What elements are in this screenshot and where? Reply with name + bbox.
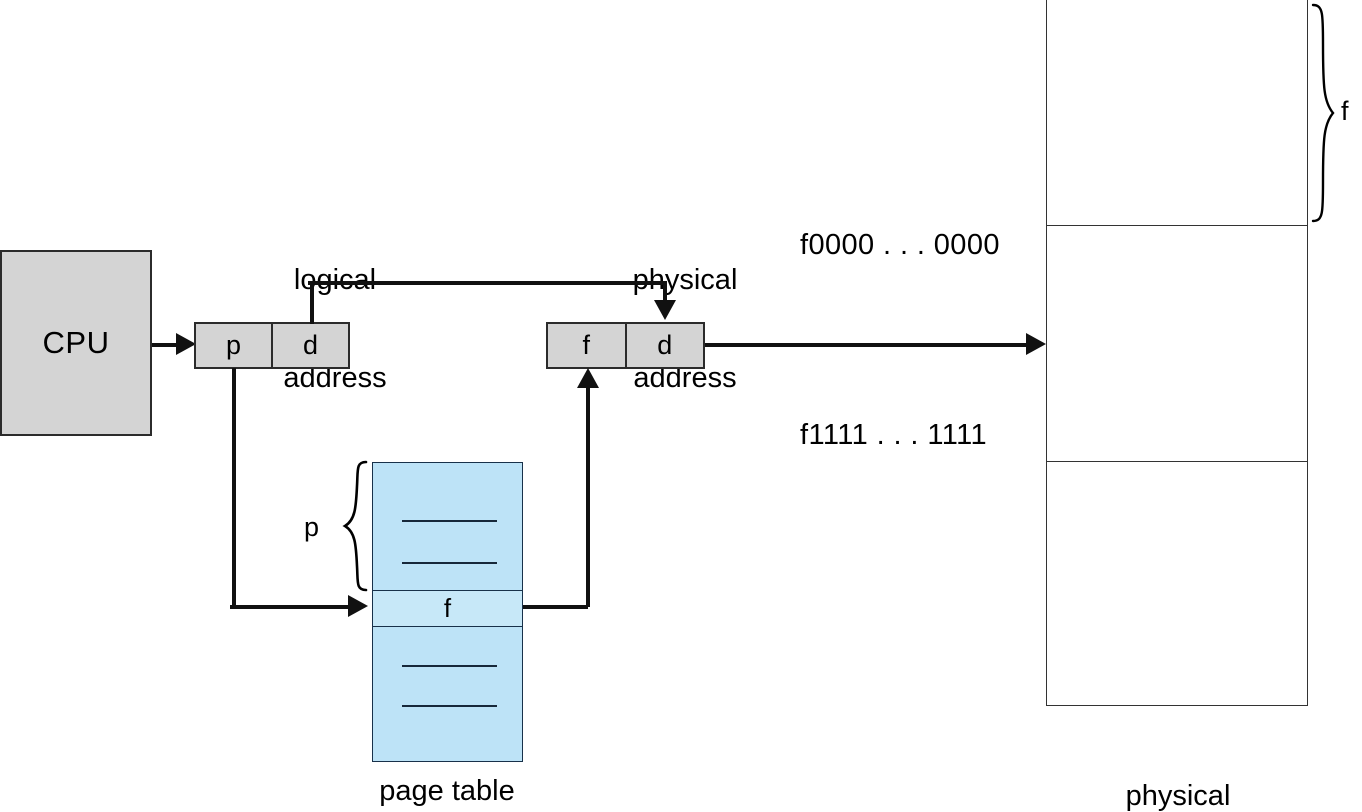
physical-address-to-memory-arrowhead bbox=[1026, 333, 1046, 355]
cpu-label: CPU bbox=[42, 324, 110, 360]
physical-memory-address-high: f1111 . . . 1111 bbox=[800, 419, 987, 451]
logical-address-caption-line1: logical bbox=[293, 263, 377, 296]
physical-memory-frame-brace bbox=[1310, 2, 1336, 224]
offset-path-vertical-right bbox=[663, 281, 667, 307]
page-table-entry-rule bbox=[402, 520, 497, 522]
offset-path-horizontal bbox=[308, 281, 665, 285]
physical-memory-caption: physical memory bbox=[1078, 714, 1278, 812]
page-number-path-horizontal bbox=[230, 605, 348, 609]
offset-path-arrowhead bbox=[654, 300, 676, 320]
physical-memory-frame-divider bbox=[1046, 225, 1308, 226]
physical-address-frame-number-cell: f bbox=[582, 330, 590, 360]
physical-memory-box bbox=[1046, 0, 1308, 706]
page-table-index-brace-label: p bbox=[304, 512, 320, 542]
page-number-path-arrowhead bbox=[348, 595, 368, 617]
page-table-entry-rule bbox=[402, 562, 497, 564]
physical-memory-frame-brace-label: f bbox=[1341, 96, 1349, 126]
frame-number-path-vertical bbox=[586, 388, 590, 607]
logical-address-page-number-cell: p bbox=[225, 330, 242, 360]
offset-path-vertical-left bbox=[310, 281, 314, 324]
physical-memory-frame-divider bbox=[1046, 461, 1308, 462]
physical-memory-address-low: f0000 . . . 0000 bbox=[800, 229, 1000, 261]
page-table-index-brace bbox=[342, 460, 370, 592]
page-table-caption: page table bbox=[379, 775, 515, 807]
logical-address-offset-cell: d bbox=[271, 324, 348, 367]
page-table-entry-rule bbox=[402, 705, 497, 707]
cpu-box bbox=[0, 250, 152, 436]
physical-address-to-memory-line bbox=[705, 343, 1030, 347]
physical-address-offset-cell: d bbox=[624, 324, 704, 367]
page-table-frame-entry: f bbox=[372, 590, 523, 627]
cpu-to-logical-address-arrowhead bbox=[176, 333, 196, 355]
cpu-to-logical-address-line bbox=[152, 343, 182, 347]
physical-memory-caption-line1: physical bbox=[1125, 779, 1231, 812]
page-table-entry-rule bbox=[402, 665, 497, 667]
frame-number-path-horizontal bbox=[521, 605, 588, 609]
frame-number-path-arrowhead bbox=[577, 368, 599, 388]
page-table-frame-entry-label: f bbox=[443, 592, 452, 623]
page-number-path-vertical bbox=[232, 368, 236, 608]
physical-address-caption-line1: physical bbox=[632, 263, 738, 296]
physical-address-register: f d bbox=[546, 322, 705, 369]
logical-address-register: p d bbox=[194, 322, 350, 369]
